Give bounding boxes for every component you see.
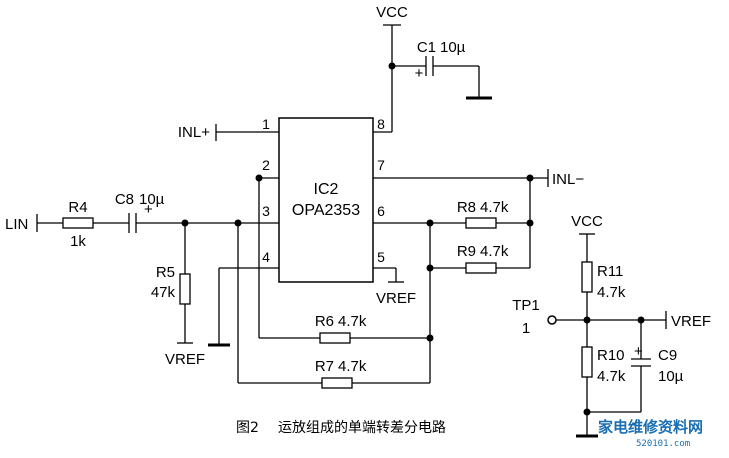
c1-ref: C1 xyxy=(417,39,436,56)
lin-wiring xyxy=(36,213,279,233)
lin-label: LIN xyxy=(5,216,28,233)
c1-value: 10µ xyxy=(440,39,466,56)
r9-ref: R9 xyxy=(457,243,476,260)
c9-ref: C9 xyxy=(658,347,677,364)
junction xyxy=(583,316,591,324)
junction xyxy=(526,219,534,227)
r7-wiring xyxy=(237,223,430,389)
junction xyxy=(426,334,434,342)
vref-right-label: VREF xyxy=(671,313,711,330)
pin-3: 3 xyxy=(262,203,270,219)
r6-wiring xyxy=(259,332,430,344)
pin-1: 1 xyxy=(262,116,270,132)
vcc-top-label: VCC xyxy=(376,4,408,21)
junction xyxy=(426,219,434,227)
c1-polarity: + xyxy=(415,65,424,82)
c8-ref: C8 xyxy=(115,191,134,208)
junction xyxy=(526,174,534,182)
pin-7: 7 xyxy=(377,157,385,173)
divider-wiring xyxy=(555,233,667,438)
watermark-url: 520101.com xyxy=(636,439,690,449)
inl-minus-wiring xyxy=(373,169,549,187)
c8-polarity: + xyxy=(144,201,153,218)
r4-ref: R4 xyxy=(68,199,87,216)
tp1-pin: 1 xyxy=(522,320,530,337)
pin-5: 5 xyxy=(377,249,385,265)
tp1-pad xyxy=(547,315,557,325)
r5-wiring xyxy=(177,223,193,344)
r11-ref: R11 xyxy=(597,263,623,280)
r8-ref: R8 xyxy=(457,199,476,216)
r9-value: 4.7k xyxy=(480,243,509,260)
r7-value: 4.7k xyxy=(338,358,367,375)
watermark-text: 家电维修资料网 xyxy=(598,418,703,436)
pin-8: 8 xyxy=(377,116,385,132)
pin-6: 6 xyxy=(377,203,385,219)
ic-body xyxy=(278,117,374,283)
vcc-top-wiring xyxy=(373,24,492,133)
r10-ref: R10 xyxy=(597,347,625,364)
inl-plus-label: INL+ xyxy=(178,124,210,141)
caption-text: 运放组成的单端转差分电路 xyxy=(278,420,446,436)
r10-value: 4.7k xyxy=(597,368,626,385)
r6-ref: R6 xyxy=(315,313,334,330)
r6-value: 4.7k xyxy=(338,313,367,330)
vcc-right-label: VCC xyxy=(571,213,603,230)
vref-r5-label: VREF xyxy=(165,351,205,368)
c9-polarity: + xyxy=(634,343,643,360)
caption-fig: 图2 xyxy=(236,420,259,436)
junction xyxy=(426,264,434,272)
r8-value: 4.7k xyxy=(480,199,509,216)
c9-value: 10µ xyxy=(658,368,684,385)
r7-ref: R7 xyxy=(315,358,334,375)
vref-pin5-label: VREF xyxy=(376,290,416,307)
pin-2: 2 xyxy=(262,157,270,173)
pin5-wiring xyxy=(373,267,404,283)
inl-minus-label: INL− xyxy=(552,171,584,188)
pin-4: 4 xyxy=(262,249,270,265)
r11-value: 4.7k xyxy=(597,284,626,301)
junction xyxy=(388,62,396,70)
junction xyxy=(583,408,591,416)
junction xyxy=(255,174,263,182)
c8-value: 10µ xyxy=(139,191,165,208)
ic-part: OPA2353 xyxy=(292,202,360,219)
r4-value: 1k xyxy=(70,233,86,250)
junction xyxy=(637,316,645,324)
pin4-wiring xyxy=(208,267,279,347)
ic-ref: IC2 xyxy=(314,181,339,198)
r5-value: 47k xyxy=(151,284,176,301)
r5-ref: R5 xyxy=(156,264,175,281)
tp1-ref: TP1 xyxy=(512,297,540,314)
